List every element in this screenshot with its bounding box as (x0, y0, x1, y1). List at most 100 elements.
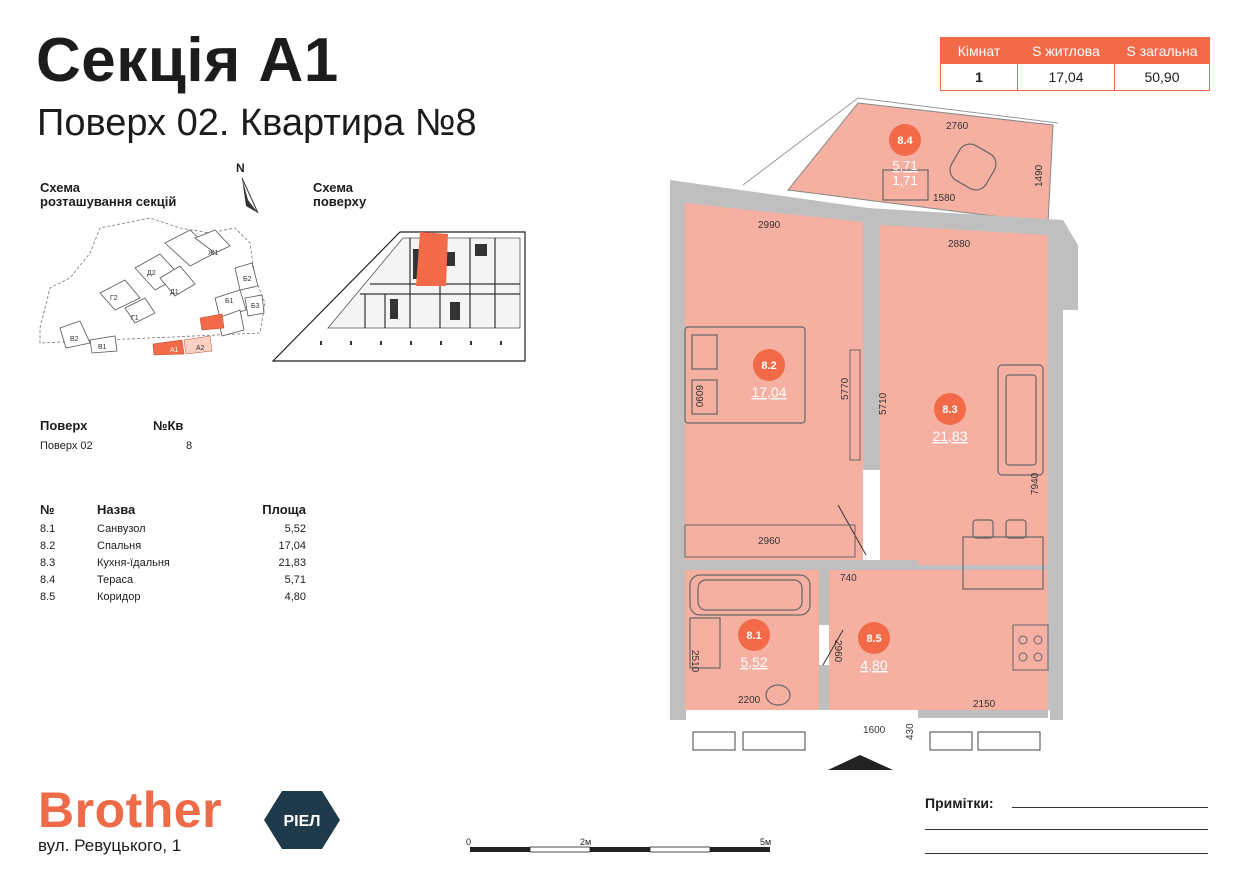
svg-text:Г1: Г1 (131, 315, 139, 322)
scale-tick-5m: 5м (760, 837, 771, 847)
floor-scheme (271, 231, 526, 362)
rooms-count-header: Кімнат (940, 37, 1018, 64)
floor-scheme-label: Схема поверху (313, 181, 366, 209)
brand-logo: Brother (38, 782, 223, 838)
notes-line (1012, 807, 1208, 808)
svg-text:А1: А1 (170, 347, 179, 354)
svg-text:8.3: 8.3 (942, 404, 957, 416)
notes-line (925, 853, 1208, 854)
svg-text:21,83: 21,83 (932, 428, 967, 444)
svg-text:2200: 2200 (738, 695, 761, 706)
svg-text:Д1: Д1 (170, 289, 179, 296)
svg-text:Б2: Б2 (243, 276, 252, 283)
room-no: 8.4 (40, 574, 56, 586)
svg-text:4,80: 4,80 (860, 657, 887, 673)
svg-text:2960: 2960 (758, 536, 781, 547)
svg-text:А2: А2 (196, 345, 205, 352)
table-row: 8.3 Кухня-їдальня 21,83 (40, 557, 306, 574)
rooms-name-header: Назва (97, 502, 136, 517)
page-subtitle: Поверх 02. Квартира №8 (37, 102, 477, 144)
sections-location-scheme: N Ж1 Д2 Д1 Г2 Г1 В2 В1 Б2 Б1 Б3 А1 (39, 161, 266, 356)
svg-text:8.4: 8.4 (897, 135, 913, 147)
sofa-icon (997, 364, 1044, 476)
svg-text:1490: 1490 (1034, 164, 1045, 187)
svg-text:2510: 2510 (689, 650, 700, 673)
apartment-highlight (416, 232, 448, 286)
floor-scheme-label-line2: поверху (313, 194, 367, 209)
page-title: Секція А1 (36, 26, 339, 95)
svg-text:1600: 1600 (863, 725, 886, 736)
apartment-summary-table: Кімнат S житлова S загальна 1 17,04 50,9… (940, 37, 1210, 91)
north-arrow-icon: N (236, 161, 259, 214)
section-a1-highlight (152, 339, 185, 356)
summary-header-row: Кімнат S житлова S загальна (940, 37, 1210, 64)
floor-value: Поверх 02 (40, 440, 93, 452)
room-area: 5,52 (284, 523, 306, 535)
svg-text:Г2: Г2 (110, 295, 118, 302)
room-area: 5,71 (284, 574, 306, 586)
armchair-icon (882, 143, 997, 201)
room-area: 21,83 (278, 557, 306, 569)
room-name: Спальня (97, 540, 142, 552)
address: вул. Ревуцького, 1 (38, 836, 182, 855)
room-marker-8-2: 8.2 17,04 (751, 349, 787, 400)
svg-text:2760: 2760 (946, 121, 969, 132)
svg-text:Д2: Д2 (147, 270, 156, 277)
apartment-floor-plan: 8.4 5,71 1,71 8.2 17,04 8.3 21,83 8.1 5,… (670, 97, 1078, 770)
room-name: Кухня-їдальня (97, 557, 170, 569)
room-8-2-bedroom (685, 203, 863, 560)
room-name: Тераса (97, 574, 134, 586)
scale-tick-2m: 2м (580, 837, 591, 847)
room-name: Коридор (97, 591, 141, 603)
svg-text:РІЕЛ: РІЕЛ (283, 813, 320, 830)
room-no: 8.2 (40, 540, 56, 552)
room-marker-8-3: 8.3 21,83 (932, 393, 968, 444)
room-area: 4,80 (284, 591, 306, 603)
bed-icon (684, 326, 806, 424)
svg-text:1580: 1580 (933, 193, 956, 204)
living-area-header: S житлова (1017, 37, 1115, 64)
room-name: Санвузол (97, 523, 146, 535)
floor-heading: Поверх (40, 418, 88, 433)
room-8-3-kitchen (880, 225, 1048, 565)
room-marker-8-1: 8.1 5,52 (738, 619, 770, 670)
bathtub-icon (689, 574, 811, 616)
apartment-number-value: 8 (186, 440, 193, 452)
svg-text:6090: 6090 (693, 385, 704, 408)
scale-bar: 0 2м 5м (466, 837, 771, 853)
svg-text:Б3: Б3 (251, 303, 260, 310)
svg-text:8.2: 8.2 (761, 360, 776, 372)
rooms-count-value: 1 (940, 63, 1018, 91)
svg-text:5770: 5770 (840, 377, 851, 400)
living-area-value: 17,04 (1017, 63, 1115, 91)
svg-text:2990: 2990 (758, 220, 781, 231)
svg-text:740: 740 (840, 573, 857, 584)
brand-badge: РІЕЛ (264, 791, 340, 849)
svg-text:8.5: 8.5 (866, 633, 881, 645)
scale-tick-0: 0 (466, 837, 471, 847)
svg-text:5710: 5710 (878, 392, 889, 415)
sections-scheme-label-line2: розташування секцій (40, 194, 177, 209)
svg-text:7940: 7940 (1030, 472, 1041, 495)
table-row: 8.1 Санвузол 5,52 (40, 523, 306, 540)
notes-label: Примітки: (925, 795, 994, 811)
sections-scheme-label-line1: Схема (40, 180, 81, 195)
rooms-no-header: № (40, 502, 55, 517)
svg-text:1,71: 1,71 (892, 173, 917, 188)
toilet-icon (765, 684, 791, 706)
svg-text:Ж1: Ж1 (208, 250, 218, 257)
room-marker-8-5: 8.5 4,80 (858, 622, 890, 673)
room-area: 17,04 (278, 540, 306, 552)
room-no: 8.5 (40, 591, 56, 603)
entrance-arrow-icon (828, 755, 893, 770)
svg-text:В1: В1 (98, 344, 107, 351)
total-area-value: 50,90 (1114, 63, 1210, 91)
svg-text:N: N (236, 161, 245, 175)
dining-table-icon (962, 519, 1044, 590)
svg-text:2150: 2150 (973, 699, 996, 710)
total-area-header: S загальна (1114, 37, 1210, 64)
summary-value-row: 1 17,04 50,90 (940, 63, 1210, 91)
table-row: 8.2 Спальня 17,04 (40, 540, 306, 557)
sections-scheme-label: Схема розташування секцій (40, 181, 176, 209)
svg-text:2960: 2960 (832, 640, 843, 663)
